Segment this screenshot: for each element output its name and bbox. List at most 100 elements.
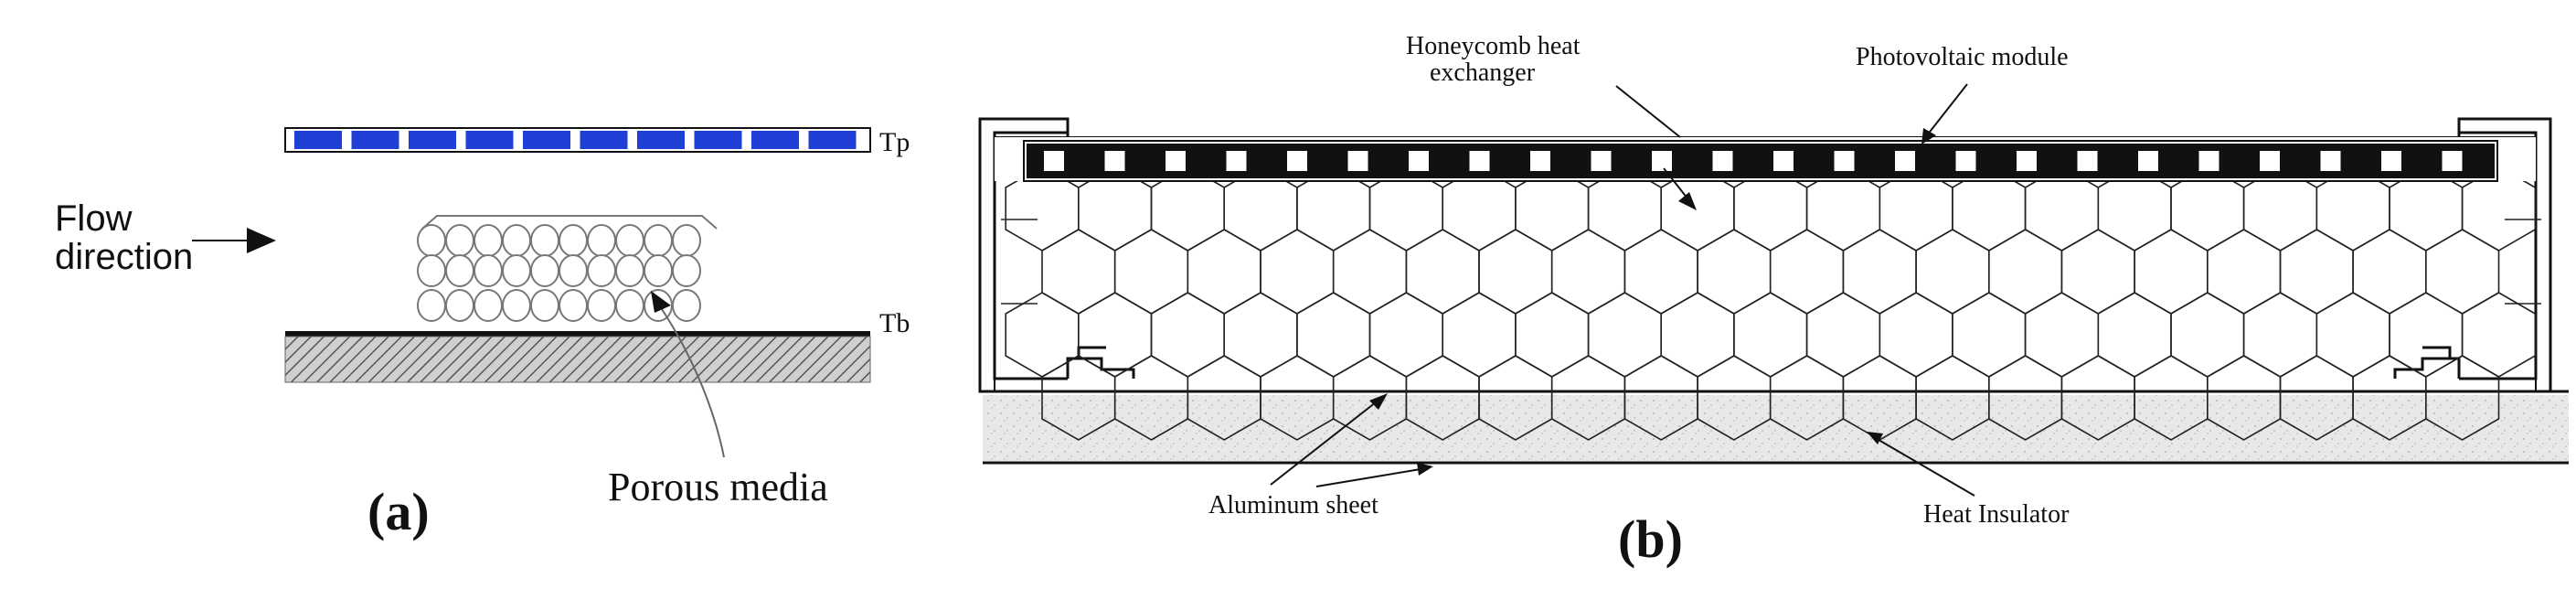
leader-aluminum	[1270, 393, 1433, 487]
pv-window	[2017, 151, 2037, 171]
porous-sphere	[559, 289, 588, 322]
top-plate-tp	[284, 127, 871, 153]
porous-sphere	[587, 224, 616, 257]
honeycomb-cell	[2425, 229, 2500, 315]
photovoltaic-label: Photovoltaic module	[1856, 43, 2069, 71]
pv-window	[1530, 151, 1550, 171]
honeycomb-cell	[1223, 292, 1298, 378]
leader-honeycomb	[1615, 85, 1697, 210]
pv-window	[1226, 151, 1247, 171]
porous-sphere	[615, 289, 644, 322]
porous-sphere	[530, 254, 559, 287]
heat-insulator-label: Heat Insulator	[1923, 500, 2070, 529]
porous-sphere	[587, 254, 616, 287]
pv-window	[1895, 151, 1915, 171]
honeycomb-cell	[1697, 229, 1772, 315]
pv-window	[2198, 151, 2219, 171]
pv-window	[1591, 151, 1612, 171]
pv-window	[1287, 151, 1307, 171]
porous-sphere	[445, 254, 474, 287]
honeycomb-cell	[1550, 229, 1626, 315]
pv-window	[1773, 151, 1794, 171]
plate-segment	[409, 131, 456, 149]
honeycomb-cell	[1915, 229, 1990, 315]
honeycomb-cell	[1879, 292, 1953, 378]
porous-sphere	[587, 289, 616, 322]
honeycomb-cell	[2170, 292, 2245, 378]
honeycomb-cell	[1952, 292, 2027, 378]
plate-segment	[694, 131, 742, 149]
honeycomb-cell	[1988, 229, 2063, 315]
porous-sphere	[474, 254, 503, 287]
plate-segment	[294, 131, 342, 149]
porous-sphere	[559, 254, 588, 287]
panel-a	[192, 127, 871, 458]
honeycomb-cell	[1113, 229, 1189, 315]
pv-window	[2442, 151, 2463, 171]
honeycomb-cell	[2242, 292, 2318, 378]
porous-sphere	[615, 224, 644, 257]
porous-sphere	[644, 224, 673, 257]
honeycomb-cell	[1405, 229, 1480, 315]
honeycomb-cell	[1733, 292, 1808, 378]
heat-insulator	[983, 395, 2569, 461]
honeycomb-cell	[1041, 229, 1116, 315]
aluminum-sheet-label: Aluminum sheet	[1208, 491, 1378, 519]
pv-window	[1044, 151, 1064, 171]
honeycomb-cell	[2425, 355, 2500, 441]
honeycomb-cell	[1623, 229, 1698, 315]
porous-sphere	[417, 289, 446, 322]
porous-sphere	[445, 289, 474, 322]
pv-window	[1104, 151, 1125, 171]
tp-label: Tp	[879, 127, 910, 157]
honeycomb-cell	[1296, 292, 1371, 378]
leader-insulator	[1867, 432, 1975, 497]
honeycomb-cell	[1260, 229, 1335, 315]
porous-sphere	[672, 254, 701, 287]
plate-segment	[465, 131, 514, 149]
honeycomb-cell	[1587, 292, 1662, 378]
honeycomb-cell	[2097, 292, 2172, 378]
pv-window	[2077, 151, 2098, 171]
flow-arrow-icon	[192, 228, 276, 253]
honeycomb-label-line1: Honeycomb heat	[1406, 32, 1581, 60]
porous-media-label: Porous media	[608, 465, 828, 509]
honeycomb-cell	[1842, 229, 1917, 315]
honeycomb-cell	[2060, 229, 2135, 315]
honeycomb-cell	[2024, 292, 2100, 378]
porous-media	[417, 215, 718, 322]
porous-sphere	[559, 224, 588, 257]
honeycomb-label-line2: exchanger	[1430, 59, 1536, 88]
honeycomb-cell	[2279, 229, 2354, 315]
honeycomb-cell	[2207, 229, 2282, 315]
plate-segment	[751, 131, 799, 149]
plate-segment	[523, 131, 570, 149]
honeycomb-cell	[2352, 229, 2427, 315]
pv-window	[2381, 151, 2401, 171]
tb-label: Tb	[879, 308, 910, 338]
porous-sphere	[530, 224, 559, 257]
honeycomb-cell	[1078, 292, 1153, 378]
honeycomb-cell	[2134, 229, 2209, 315]
honeycomb-heat-exchanger	[995, 137, 2541, 441]
porous-sphere	[530, 289, 559, 322]
pv-window	[1409, 151, 1429, 171]
pv-window	[1166, 151, 1186, 171]
pv-window	[1469, 151, 1490, 171]
pv-window	[2320, 151, 2341, 171]
flow-label-line2: direction	[55, 237, 194, 277]
honeycomb-cell	[1805, 292, 1881, 378]
honeycomb-cell	[1660, 292, 1735, 378]
caption-b: (b)	[1618, 509, 1683, 569]
flow-label-line1: Flow	[55, 198, 133, 239]
porous-sphere	[644, 254, 673, 287]
panel-b	[978, 83, 2569, 497]
honeycomb-label: Honeycomb heat exchanger	[1406, 33, 1581, 87]
plate-segment	[808, 131, 857, 149]
honeycomb-cell	[2461, 292, 2537, 378]
porous-sphere	[502, 289, 531, 322]
bottom-plate-tb	[284, 331, 871, 383]
plate-segment	[351, 131, 399, 149]
